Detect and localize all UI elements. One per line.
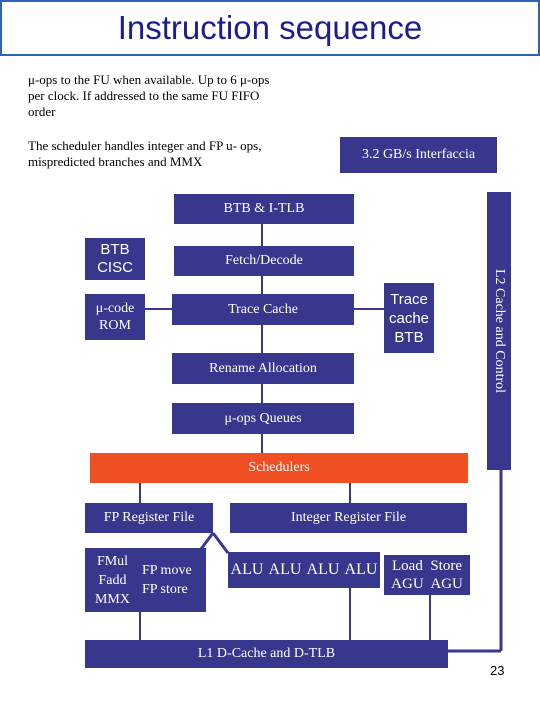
- l2-cache-block: L2 Cache and Control: [487, 192, 511, 470]
- alu-label: ALU: [344, 561, 378, 578]
- agu-label: Load Store: [392, 558, 462, 574]
- ucode-rom-block: μ-code ROM: [85, 294, 145, 340]
- btb-cisc-block: BTB CISC: [85, 238, 145, 280]
- rename-allocation-block: Rename Allocation: [172, 353, 354, 384]
- fp-register-file-label: FP Register File: [103, 510, 195, 525]
- schedulers-block: Schedulers: [90, 453, 468, 483]
- fetch-decode-block: Fetch/Decode: [174, 246, 354, 276]
- ucode-rom-label: ROM: [99, 318, 131, 333]
- fp-unit-label: Fadd: [98, 572, 127, 588]
- l1-dcache-block: L1 D-Cache and D-TLB: [85, 640, 448, 668]
- alu-label: ALU: [230, 561, 264, 578]
- trace-btb-label: cache: [388, 309, 430, 327]
- fetch-decode-label: Fetch/Decode: [225, 253, 303, 268]
- schedulers-label: Schedulers: [248, 460, 310, 475]
- trace-btb-label: Trace: [390, 290, 428, 308]
- slide-title: Instruction sequence: [117, 9, 423, 46]
- uops-note: μ-ops to the FU when available. Up to 6 …: [28, 72, 328, 120]
- uop-queues-label: μ-ops Queues: [224, 410, 302, 426]
- uops-note-line: μ-ops to the FU when available. Up to 6 …: [28, 72, 270, 87]
- fp-unit-label: FMul: [96, 553, 129, 569]
- trace-cache-block: Trace Cache: [172, 294, 354, 325]
- btb-itlb-label: BTB & I-TLB: [223, 201, 305, 216]
- fp-register-file-block: FP Register File: [85, 503, 213, 533]
- uops-note-line: per clock. If addressed to the same FU F…: [28, 88, 260, 103]
- alu-block: ALU: [304, 552, 342, 588]
- fp-move-label: FP move: [142, 563, 192, 578]
- rename-allocation-label: Rename Allocation: [209, 360, 317, 376]
- fp-units-block: FMul Fadd MMX: [85, 548, 140, 612]
- fp-unit-label: MMX: [94, 591, 130, 607]
- fp-move-store-block: FP move FP store: [140, 548, 206, 612]
- trace-cache-label: Trace Cache: [228, 301, 298, 317]
- integer-register-file-block: Integer Register File: [230, 503, 467, 533]
- l2-cache-label: L2 Cache and Control: [492, 268, 507, 394]
- alu-label: ALU: [268, 561, 302, 578]
- alu-block: ALU: [228, 552, 266, 588]
- scheduler-note: The scheduler handles integer and FP u- …: [28, 138, 328, 170]
- interface-block: 3.2 GB/s Interfaccia: [340, 137, 497, 173]
- ucode-rom-label: μ-code: [95, 301, 135, 316]
- wire-fp-fork-right: [211, 532, 230, 554]
- btb-cisc-label: CISC: [97, 259, 133, 276]
- trace-btb-block: Trace cache BTB: [384, 283, 434, 353]
- uop-queues-block: μ-ops Queues: [172, 403, 354, 434]
- trace-btb-label: BTB: [394, 328, 424, 346]
- agu-block: Load Store AGU AGU: [384, 555, 470, 595]
- page-number: 23: [490, 663, 505, 678]
- uops-note-line: order: [28, 104, 56, 119]
- agu-label: AGU AGU: [391, 576, 463, 592]
- interface-label: 3.2 GB/s Interfaccia: [361, 147, 476, 162]
- alu-label: ALU: [306, 561, 340, 578]
- alu-block: ALU: [266, 552, 304, 588]
- alu-block: ALU: [342, 552, 380, 588]
- btb-itlb-block: BTB & I-TLB: [174, 194, 354, 224]
- btb-cisc-label: BTB: [100, 241, 130, 258]
- scheduler-note-line: mispredicted branches and MMX: [28, 154, 203, 169]
- title-bar: Instruction sequence: [0, 0, 540, 56]
- l1-dcache-label: L1 D-Cache and D-TLB: [197, 646, 336, 661]
- integer-register-file-label: Integer Register File: [290, 510, 407, 525]
- scheduler-note-line: The scheduler handles integer and FP u- …: [28, 138, 262, 153]
- fp-store-label: FP store: [142, 582, 188, 597]
